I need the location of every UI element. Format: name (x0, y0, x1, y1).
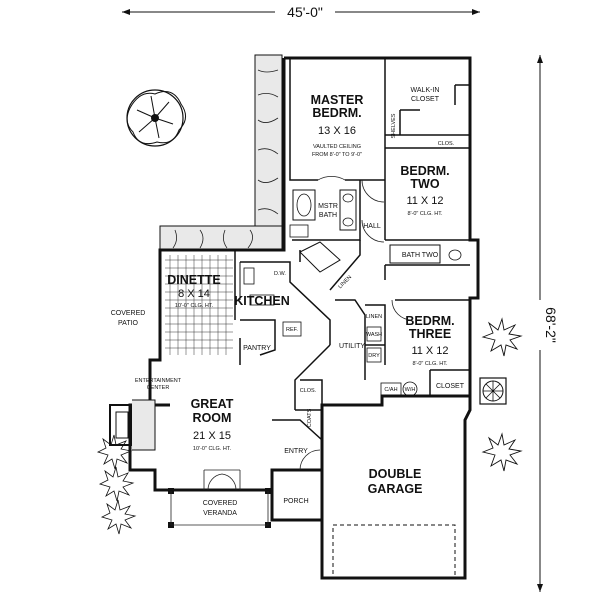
stone-planter-vertical (254, 54, 283, 251)
bedthree-size: 11 X 12 (411, 345, 448, 357)
tree-symbol (126, 89, 186, 147)
bedtwo-size: 11 X 12 (406, 195, 443, 207)
fixtures (239, 189, 462, 397)
great-note: 10'-0" CLG. HT. (193, 446, 232, 452)
bedroom-two: BEDRM. TWO 11 X 12 8'-0" CLG. HT. (400, 164, 449, 217)
stone-planter-horizontal (159, 225, 283, 251)
great-size: 21 X 15 (193, 430, 231, 442)
covered-patio: COVERED PATIO (111, 310, 146, 327)
cah-label: C/AH (384, 387, 397, 393)
coats-label: COATS (307, 408, 313, 427)
shrub-right-1 (481, 317, 523, 357)
garage-door (332, 524, 456, 579)
shelves-label: SHELVES (391, 113, 397, 138)
dw-label: D.W. (274, 271, 286, 277)
depth-dimension: 68'-2" (537, 55, 559, 592)
garage-name-2: GARAGE (368, 482, 423, 496)
entertainment-center: ENTERTAINMENT CENTER (135, 378, 182, 391)
dinette-name: DINETTE (167, 273, 220, 287)
bedthree-note: 8'-0" CLG. HT. (412, 361, 448, 367)
master-bedroom: MASTER BEDRM. 13 X 16 VAULTED CEILING FR… (311, 93, 364, 158)
bedthree-name-1: BEDRM. (405, 314, 454, 328)
master-name-1: MASTER (311, 93, 364, 107)
master-bath: MSTR BATH (318, 203, 338, 219)
width-label: 45'-0" (287, 4, 323, 20)
master-size: 13 X 16 (318, 125, 356, 137)
entry-label: ENTRY (284, 448, 308, 455)
hall-label: HALL (363, 223, 381, 230)
mstr-bath-1: MSTR (318, 203, 338, 210)
entertainment-label-2: CENTER (147, 385, 170, 391)
veranda-name-1: COVERED (203, 500, 238, 507)
patio-name-1: COVERED (111, 310, 146, 317)
great-name-1: GREAT (191, 397, 234, 411)
dinette-size: 8 X 14 (178, 288, 210, 300)
clos-top-label: CLOS. (438, 141, 455, 147)
dinette-note: 10'-0" CLG. HT. (175, 303, 214, 309)
great-name-2: ROOM (193, 411, 232, 425)
great-room: GREAT ROOM 21 X 15 10'-0" CLG. HT. (191, 397, 234, 452)
bedtwo-name-1: BEDRM. (400, 164, 449, 178)
interior-walls (234, 58, 470, 441)
shrub-right-2 (481, 432, 523, 472)
master-note-2: FROM 8'-0" TO 9'-0" (312, 152, 362, 158)
entertainment-label: ENTERTAINMENT (135, 378, 182, 384)
mstr-bath-2: BATH (319, 212, 337, 219)
shrubs-left (96, 434, 137, 535)
walkin-name-1: WALK-IN (411, 87, 440, 94)
depth-label: 68'-2" (543, 307, 559, 343)
linen-mid-label: LINEN (366, 314, 382, 320)
veranda-columns (168, 488, 271, 528)
utility-area: LINEN WASH UTILITY DRY (339, 314, 382, 359)
fireplace (109, 399, 156, 451)
doors (203, 176, 413, 491)
covered-veranda: COVERED VERANDA (203, 500, 238, 517)
wh-label: W/H (405, 387, 416, 393)
closet-label: CLOSET (436, 383, 465, 390)
ref-label: REF. (286, 327, 298, 333)
porch-label: PORCH (283, 498, 308, 505)
bedroom-three: BEDRM. THREE 11 X 12 8'-0" CLG. HT. (405, 314, 454, 367)
bedtwo-name-2: TWO (410, 177, 439, 191)
veranda-name-2: VERANDA (203, 510, 237, 517)
master-note-1: VAULTED CEILING (313, 144, 361, 150)
width-dimension: 45'-0" (122, 4, 480, 20)
wash-label: WASH (366, 332, 382, 338)
dinette: DINETTE 8 X 14 10'-0" CLG. HT. (167, 273, 220, 309)
walkin-closet: WALK-IN CLOSET SHELVES (391, 87, 440, 138)
clos-hall-label: CLOS. (300, 388, 317, 394)
walkin-name-2: CLOSET (411, 96, 440, 103)
dry-label: DRY (368, 353, 380, 359)
master-name-2: BEDRM. (312, 106, 361, 120)
bedtwo-note: 8'-0" CLG. HT. (407, 211, 443, 217)
pantry-label: PANTRY (243, 345, 271, 352)
bedthree-name-2: THREE (409, 327, 451, 341)
ac-unit-symbol (479, 377, 507, 405)
patio-name-2: PATIO (118, 320, 139, 327)
garage-name-1: DOUBLE (369, 467, 422, 481)
linen-top-label: LINEN (337, 274, 353, 290)
utility-label: UTILITY (339, 343, 365, 350)
kitchen-name: KITCHEN (234, 294, 290, 308)
double-garage: DOUBLE GARAGE (368, 467, 423, 496)
bath-two-label: BATH TWO (402, 252, 439, 259)
dinette-tile (165, 255, 233, 355)
